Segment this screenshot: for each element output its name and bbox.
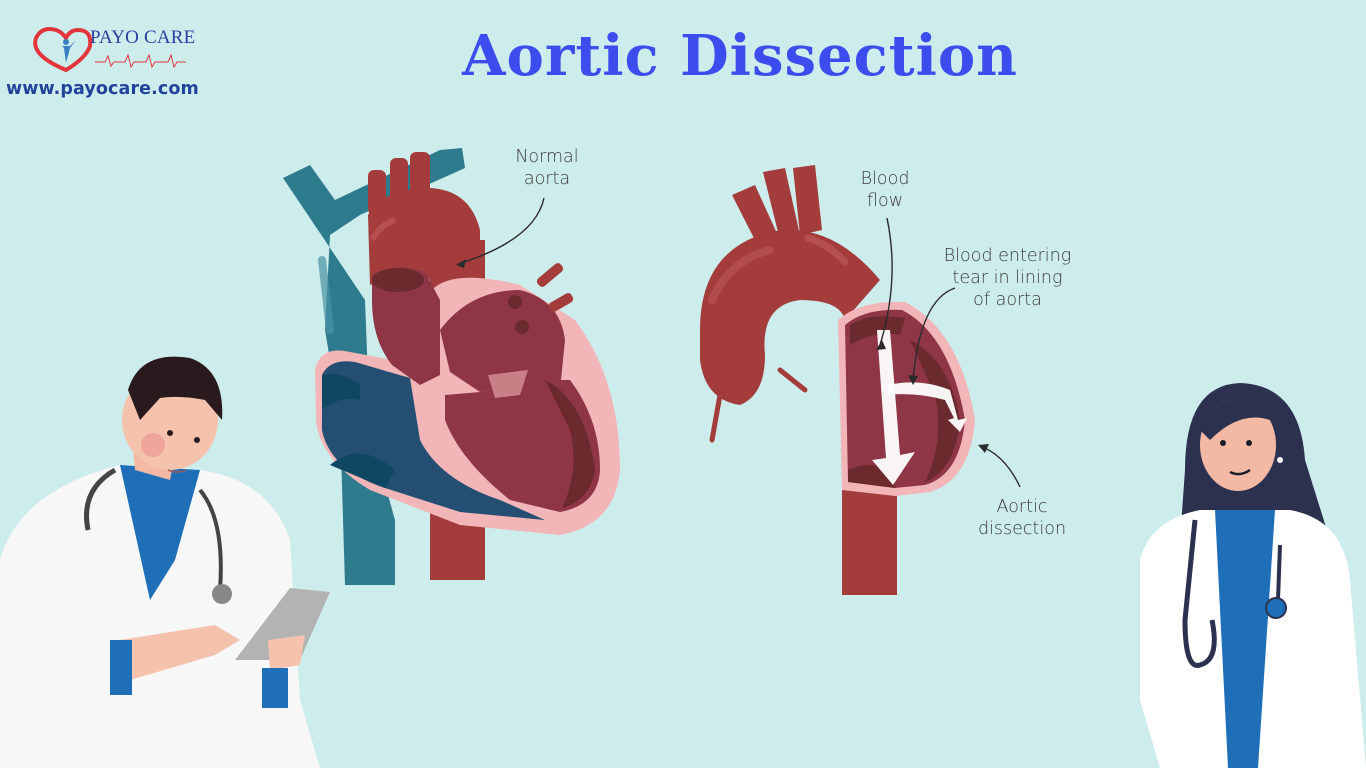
heartbeat-line-icon: [95, 53, 186, 69]
page-title: Aortic Dissection: [462, 23, 1018, 89]
male-doctor-illustration: [0, 356, 330, 768]
label-line: of aorta: [973, 290, 1042, 310]
label-line: aorta: [523, 169, 571, 189]
label-line: Blood entering: [943, 246, 1072, 266]
payo-care-logo: [33, 27, 186, 73]
website-url[interactable]: www.payocare.com: [6, 79, 199, 99]
person-icon: [56, 39, 76, 63]
label-normal-aorta: Normal aorta: [492, 146, 602, 190]
label-blood-flow: Blood flow: [840, 168, 930, 212]
label-line: Normal: [515, 147, 579, 167]
label-aortic-dissection: Aortic dissection: [952, 496, 1092, 540]
normal-heart-illustration: [283, 148, 620, 585]
heart-icon: [33, 27, 93, 73]
label-line: flow: [866, 191, 904, 211]
label-line: Aortic: [996, 497, 1048, 517]
label-line: Blood: [860, 169, 910, 189]
label-line: dissection: [977, 519, 1067, 539]
female-doctor-illustration: [1140, 383, 1366, 768]
brand-name: PAYO CARE: [90, 27, 196, 48]
label-line: tear in lining: [952, 268, 1063, 288]
label-blood-entering-tear: Blood entering tear in lining of aorta: [925, 245, 1090, 311]
dissected-aorta-illustration: [700, 165, 1021, 595]
